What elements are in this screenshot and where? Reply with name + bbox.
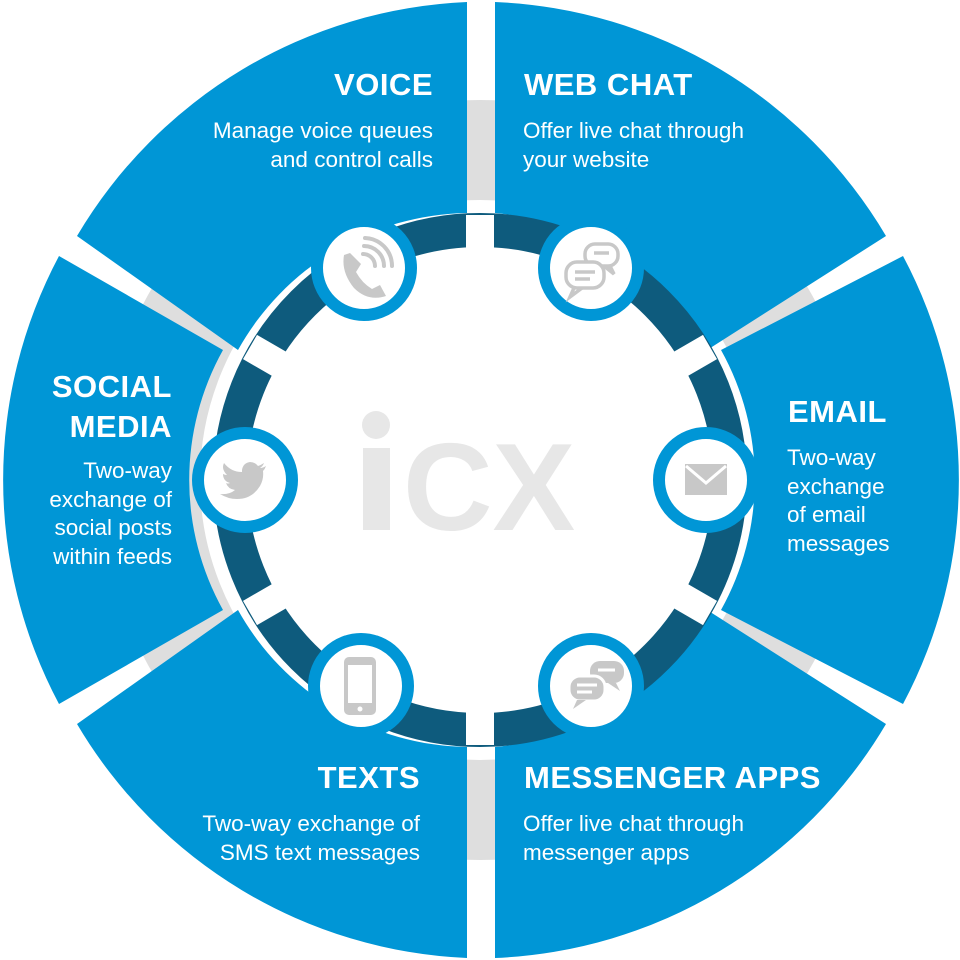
web-chat-desc-line: Offer live chat through: [523, 118, 744, 143]
voice-title: VOICE: [334, 67, 433, 102]
texts-title: TEXTS: [317, 760, 420, 795]
email-description: Two-way exchange of email messages: [787, 444, 890, 558]
texts-desc-line: Two-way exchange of: [202, 811, 420, 836]
texts-description: Two-way exchange of SMS text messages: [202, 810, 420, 867]
icon-circle-email[interactable]: [653, 427, 759, 533]
inner-white-center: [248, 248, 712, 712]
icon-circle-messenger-apps[interactable]: [538, 633, 644, 739]
segment-voice[interactable]: [77, 2, 467, 350]
icon-circle-social-media[interactable]: [192, 427, 298, 533]
messenger-apps-title: MESSENGER APPS: [524, 760, 821, 795]
twitter-bird-icon: [220, 462, 266, 499]
social-media-desc-line: exchange of: [49, 486, 172, 512]
voice-description: Manage voice queues and control calls: [213, 117, 433, 174]
segment-web-chat[interactable]: [495, 2, 886, 352]
social-media-title: SOCIAL MEDIA: [52, 367, 172, 447]
segment-messenger-apps[interactable]: [495, 608, 886, 958]
email-desc-line: exchange: [787, 473, 885, 499]
email-desc-line: Two-way: [787, 445, 876, 470]
email-title: EMAIL: [788, 394, 887, 429]
phone-icon: [343, 236, 394, 298]
social-media-desc-line: social posts: [54, 515, 172, 540]
email-desc-line: of email: [787, 502, 866, 527]
social-media-description: Two-way exchange of social posts within …: [49, 457, 172, 571]
texts-desc-line: SMS text messages: [219, 839, 420, 865]
messenger-icon: [567, 661, 624, 709]
icon-circle-texts[interactable]: [308, 633, 414, 739]
messenger-apps-desc-line: messenger apps: [523, 839, 690, 865]
smartphone-icon: [344, 657, 376, 715]
web-chat-title: WEB CHAT: [524, 67, 693, 102]
web-chat-desc-line: your website: [523, 146, 650, 172]
voice-desc-line: and control calls: [270, 146, 433, 172]
voice-desc-line: Manage voice queues: [212, 118, 433, 143]
icon-circle-voice[interactable]: [311, 215, 417, 321]
social-media-title-line: MEDIA: [69, 409, 172, 444]
segment-texts[interactable]: [77, 610, 467, 958]
social-media-desc-line: Two-way: [83, 458, 172, 483]
svg-text:CX: CX: [403, 419, 575, 557]
social-media-desc-line: within feeds: [53, 543, 172, 569]
social-media-title-line: SOCIAL: [51, 369, 172, 404]
envelope-icon: [685, 464, 727, 495]
icx-logo: CX: [362, 411, 575, 557]
web-chat-description: Offer live chat through your website: [523, 117, 744, 174]
segment-social-media[interactable]: [3, 256, 224, 704]
chat-bubbles-icon: [564, 242, 620, 303]
messenger-apps-description: Offer live chat through messenger apps: [523, 810, 744, 867]
segment-email[interactable]: [721, 256, 959, 704]
messenger-apps-desc-line: Offer live chat through: [523, 811, 744, 836]
email-desc-line: messages: [787, 530, 890, 556]
icon-circle-web-chat[interactable]: [538, 215, 644, 321]
